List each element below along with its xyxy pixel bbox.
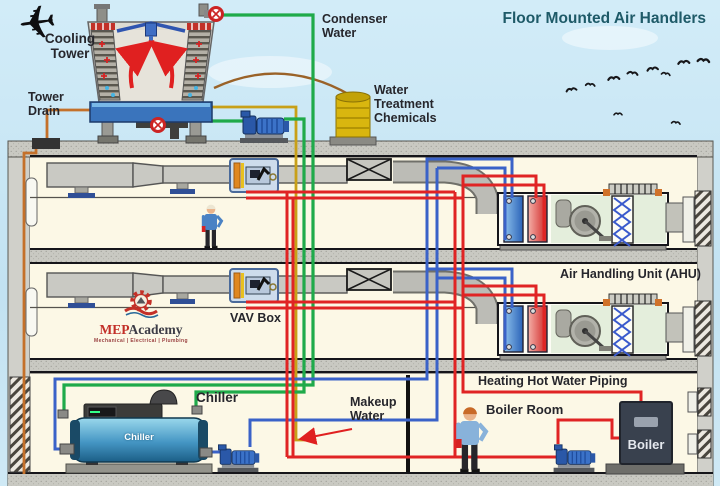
window-floor1 — [25, 177, 38, 227]
makeup-water-label: Makeup Water — [350, 395, 397, 423]
tower-drain-pipe — [22, 108, 97, 474]
vav-box — [229, 158, 279, 193]
boiler-unit-text: Boiler — [627, 437, 665, 452]
boiler-room-label: Boiler Room — [486, 402, 564, 417]
logo-gear-icon — [124, 290, 159, 319]
valve-icon — [150, 117, 166, 133]
duct-elbow — [393, 160, 499, 214]
airflow-arrow — [115, 39, 155, 89]
valve-icon — [208, 6, 224, 22]
condenser-water-pipes — [62, 13, 315, 414]
basement-vent-upper — [697, 387, 712, 417]
bottom-slab — [8, 474, 713, 486]
basement-left-wall-hatch — [9, 376, 31, 473]
heating-piping-label: Heating Hot Water Piping — [478, 374, 628, 388]
ahu — [497, 183, 712, 251]
cooling-tower-label: Cooling Tower — [44, 31, 96, 62]
supply-duct — [46, 162, 348, 198]
ahu-label: Air Handling Unit (AHU) — [560, 267, 701, 281]
chemical-feed-line — [213, 72, 351, 97]
compressor — [149, 389, 178, 405]
boiler-unit — [605, 401, 685, 475]
boiler-room-wall — [406, 375, 410, 472]
condenser-water-label: Condenser Water — [322, 12, 388, 40]
chemical-drum — [329, 91, 377, 146]
condenser-pump — [239, 110, 290, 144]
birds-icon — [565, 57, 711, 125]
damper-actuator-strip — [233, 162, 241, 189]
actuator-arm — [256, 166, 271, 181]
supply-fan-icon — [555, 199, 611, 241]
logo-academy: Academy — [128, 322, 183, 337]
mep-academy-logo: MEPAcademy Mechanical | Electrical | Plu… — [82, 290, 200, 344]
logo-mep: MEP — [99, 322, 129, 337]
cooling-tower — [87, 3, 224, 144]
duct-support — [68, 193, 95, 198]
logo-tagline: Mechanical | Electrical | Plumbing — [94, 337, 188, 344]
makeup-water-arrow — [298, 427, 353, 445]
basement-vent-lower — [697, 429, 712, 459]
chilled-water-pipes — [53, 157, 514, 454]
clouds — [208, 26, 658, 88]
tower-drain-label: Tower Drain — [28, 90, 64, 118]
chiller-unit — [57, 389, 213, 474]
intake-louver — [694, 190, 712, 247]
chiller-label: Chiller — [196, 390, 239, 405]
hot-water-marks — [99, 41, 202, 79]
water-treatment-label: Water Treatment Chemicals — [374, 83, 437, 125]
floor2-slab — [30, 360, 697, 371]
airflow-arrow — [148, 39, 188, 89]
filter-section — [611, 195, 634, 247]
return-air-damper — [603, 183, 662, 196]
duct-support — [170, 189, 195, 194]
heating-water-pipes — [246, 174, 643, 459]
floor1-slab — [30, 250, 697, 262]
vav-box-label: VAV Box — [230, 311, 281, 325]
tower-drain-fitting — [32, 138, 60, 149]
floor1-equipment — [30, 158, 712, 251]
boiler-room-worker-icon — [456, 407, 489, 472]
window-floor2 — [25, 287, 38, 337]
fire-damper-icon — [346, 158, 392, 181]
chiller-unit-text: Chiller — [124, 432, 154, 443]
worker-icon — [201, 204, 224, 248]
page-title: Floor Mounted Air Handlers — [502, 10, 706, 27]
